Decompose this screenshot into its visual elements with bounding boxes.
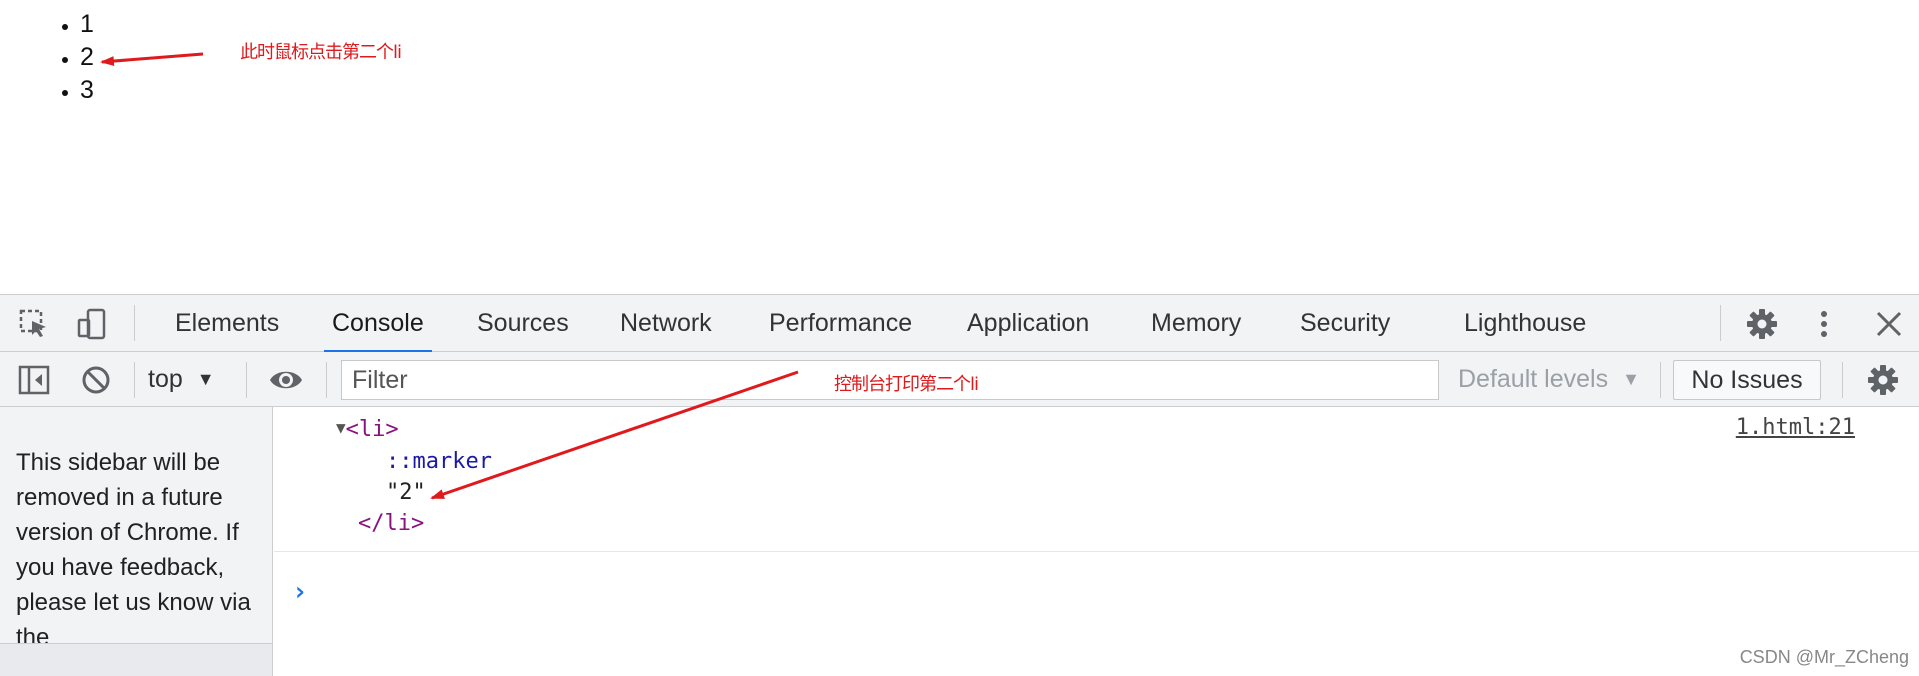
- log-levels-dropdown[interactable]: Default levels ▼: [1458, 352, 1640, 407]
- close-tag: </li>: [358, 511, 425, 536]
- open-tag: <li>: [345, 417, 399, 442]
- sidebar-toggle-icon[interactable]: [18, 364, 50, 396]
- list-item[interactable]: 3: [80, 74, 94, 107]
- list-item[interactable]: 2: [80, 41, 94, 74]
- context-label: top: [148, 365, 183, 393]
- devtools-panel: Elements Console Sources Network Perform…: [0, 294, 1919, 676]
- source-link[interactable]: 1.html:21: [1735, 415, 1855, 440]
- dropdown-caret-icon: ▼: [1622, 369, 1640, 389]
- web-page: 1 2 3 此时鼠标点击第二个li: [0, 0, 1919, 294]
- device-toggle-icon[interactable]: [76, 308, 108, 340]
- console-settings-gear-icon[interactable]: [1867, 364, 1899, 396]
- tab-elements[interactable]: Elements: [175, 309, 280, 337]
- tab-security[interactable]: Security: [1300, 309, 1391, 337]
- settings-gear-icon[interactable]: [1746, 308, 1778, 340]
- console-prompt-chevron-icon[interactable]: ›: [292, 577, 308, 607]
- console-output: ▼<li> ::marker "2" </li> 1.html:21 ›: [274, 407, 1919, 676]
- sidebar-deprecation-notice: This sidebar will be removed in a future…: [16, 449, 251, 651]
- tab-performance[interactable]: Performance: [769, 309, 913, 337]
- inspect-element-icon[interactable]: [18, 308, 50, 340]
- clear-console-icon[interactable]: [80, 364, 112, 396]
- close-icon[interactable]: [1873, 308, 1905, 340]
- tab-sources[interactable]: Sources: [477, 309, 569, 337]
- sidebar-bottom-bar: [0, 643, 272, 676]
- annotation-click-second-li: 此时鼠标点击第二个li: [240, 42, 402, 63]
- tab-network[interactable]: Network: [620, 309, 712, 337]
- marker-pseudo-element[interactable]: ::marker: [386, 449, 492, 474]
- context-selector[interactable]: top ▼: [148, 352, 215, 407]
- more-options-icon[interactable]: [1808, 308, 1840, 340]
- tab-application[interactable]: Application: [967, 309, 1090, 337]
- watermark: CSDN @Mr_ZCheng: [1739, 647, 1909, 667]
- tab-lighthouse[interactable]: Lighthouse: [1464, 309, 1587, 337]
- devtools-tabbar: Elements Console Sources Network Perform…: [0, 294, 1919, 353]
- element-tree-open[interactable]: ▼<li>: [336, 417, 399, 442]
- console-log-entry: ▼<li> ::marker "2" </li> 1.html:21: [274, 407, 1919, 552]
- annotation-console-prints-li: 控制台打印第二个li: [834, 374, 979, 395]
- tab-memory[interactable]: Memory: [1151, 309, 1242, 337]
- console-sidebar: This sidebar will be removed in a future…: [0, 407, 273, 676]
- dropdown-caret-icon: ▼: [196, 369, 215, 389]
- item-list: 1 2 3: [24, 8, 94, 107]
- text-node: "2": [386, 480, 426, 505]
- issues-button[interactable]: No Issues: [1673, 360, 1821, 400]
- tab-console[interactable]: Console: [324, 295, 432, 353]
- live-expression-eye-icon[interactable]: [268, 366, 304, 394]
- log-levels-label: Default levels: [1458, 365, 1609, 393]
- expand-triangle-icon[interactable]: ▼: [336, 418, 346, 437]
- list-item[interactable]: 1: [80, 8, 94, 41]
